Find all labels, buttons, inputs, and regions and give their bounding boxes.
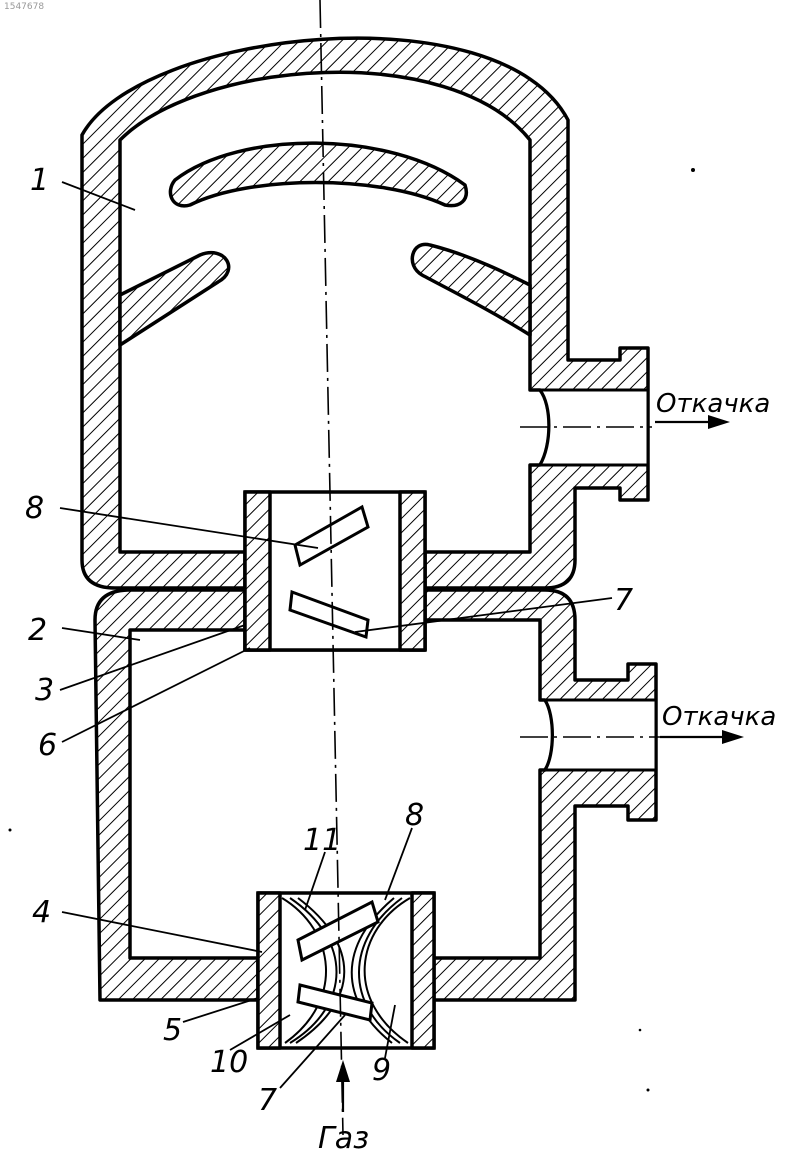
label-9: 9 [372, 1053, 391, 1088]
gas-inlet-arrow [336, 1060, 350, 1112]
label-lower-outlet: Откачка [662, 702, 776, 732]
label-11: 11 [303, 823, 341, 858]
label-gas-inlet: Газ [318, 1121, 369, 1156]
label-4: 4 [32, 895, 51, 930]
label-2: 2 [28, 613, 47, 648]
lower-insert [258, 893, 434, 1048]
label-5: 5 [163, 1013, 182, 1048]
label-1: 1 [30, 163, 49, 198]
lower-outlet-arrow [660, 730, 744, 744]
label-10: 10 [210, 1045, 248, 1080]
label-upper-outlet: Откачка [656, 389, 770, 419]
label-3: 3 [35, 673, 54, 708]
label-8-lower: 8 [405, 798, 424, 833]
right-baffle [412, 244, 530, 335]
label-7-lower: 7 [258, 1083, 277, 1118]
label-7-upper: 7 [614, 583, 633, 618]
label-6: 6 [38, 728, 57, 763]
corner-mark: 1547678 [4, 2, 44, 12]
left-baffle [120, 253, 229, 345]
upper-deflector [170, 143, 466, 206]
label-8-upper: 8 [25, 491, 44, 526]
